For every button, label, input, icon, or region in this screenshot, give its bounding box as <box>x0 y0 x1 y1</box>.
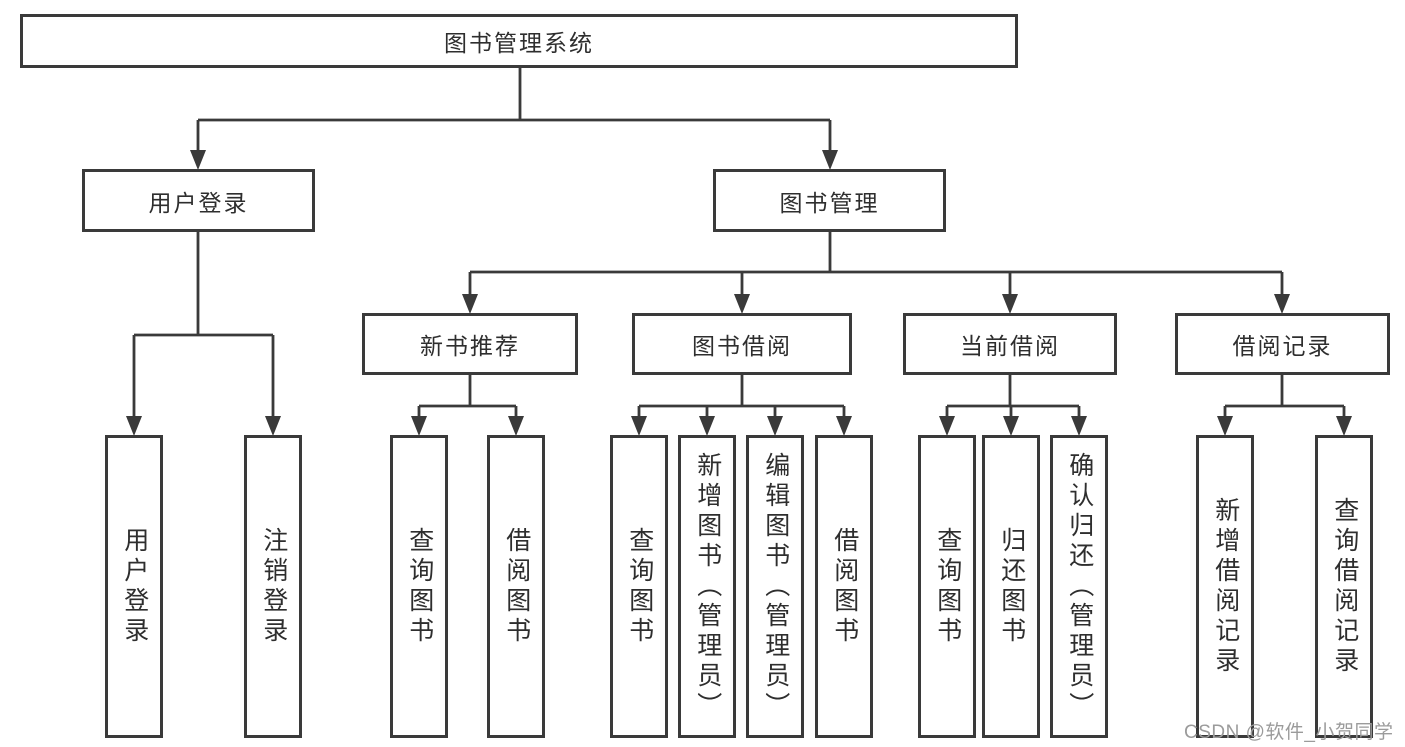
leaf-logout: 注销登录 <box>244 435 302 738</box>
leaf-return-books: 归还图书 <box>982 435 1040 738</box>
node-book-management: 图书管理 <box>713 169 946 232</box>
connector-borrow-records <box>1217 375 1352 436</box>
node-label: 归还图书 <box>997 526 1026 647</box>
leaf-query-borrow-record: 查询借阅记录 <box>1315 435 1373 738</box>
node-label: 编辑图书（管理员） <box>761 451 790 722</box>
node-label: 图书借阅 <box>692 333 792 359</box>
node-label: 查询借阅记录 <box>1330 496 1359 677</box>
csdn-watermark: CSDN @软件_小贺同学 <box>1184 722 1394 743</box>
leaf-borrow-books-borrow: 借阅图书 <box>815 435 873 738</box>
connector-book-borrow <box>631 375 852 436</box>
node-label: 查询图书 <box>933 526 962 647</box>
node-label: 用户登录 <box>120 526 149 647</box>
node-label: 用户登录 <box>148 189 249 216</box>
node-current-borrow: 当前借阅 <box>903 313 1117 375</box>
node-label: 借阅图书 <box>502 526 531 647</box>
leaf-query-books-recommend: 查询图书 <box>390 435 448 738</box>
leaf-query-books-current: 查询图书 <box>918 435 976 738</box>
connector-current-borrow <box>939 375 1087 436</box>
node-label: 新书推荐 <box>420 333 520 359</box>
connector-root <box>190 68 838 170</box>
leaf-add-books-admin: 新增图书（管理员） <box>678 435 736 738</box>
connector-user-login <box>126 232 281 436</box>
node-borrow-records: 借阅记录 <box>1175 313 1390 375</box>
node-label: 新增借阅记录 <box>1211 496 1240 677</box>
connector-book-management <box>462 232 1290 314</box>
node-label: 图书管理系统 <box>444 30 594 56</box>
node-label: 注销登录 <box>259 526 288 647</box>
leaf-confirm-return-admin: 确认归还（管理员） <box>1050 435 1108 738</box>
node-label: 借阅图书 <box>830 526 859 647</box>
node-label: 借阅记录 <box>1232 333 1333 359</box>
node-label: 图书管理 <box>779 189 880 216</box>
node-book-borrow: 图书借阅 <box>632 313 852 375</box>
node-label: 查询图书 <box>625 526 654 647</box>
node-user-login: 用户登录 <box>82 169 315 232</box>
leaf-add-borrow-record: 新增借阅记录 <box>1196 435 1254 738</box>
node-new-book-recommend: 新书推荐 <box>362 313 578 375</box>
leaf-edit-books-admin: 编辑图书（管理员） <box>746 435 804 738</box>
leaf-borrow-books-recommend: 借阅图书 <box>487 435 545 738</box>
connector-new-book-recommend <box>411 375 524 436</box>
node-label: 当前借阅 <box>960 333 1060 359</box>
node-label: 新增图书（管理员） <box>693 451 722 722</box>
node-label: 查询图书 <box>405 526 434 647</box>
leaf-query-books-borrow: 查询图书 <box>610 435 668 738</box>
node-root-library-system: 图书管理系统 <box>20 14 1018 68</box>
leaf-user-login: 用户登录 <box>105 435 163 738</box>
node-label: 确认归还（管理员） <box>1065 451 1094 722</box>
